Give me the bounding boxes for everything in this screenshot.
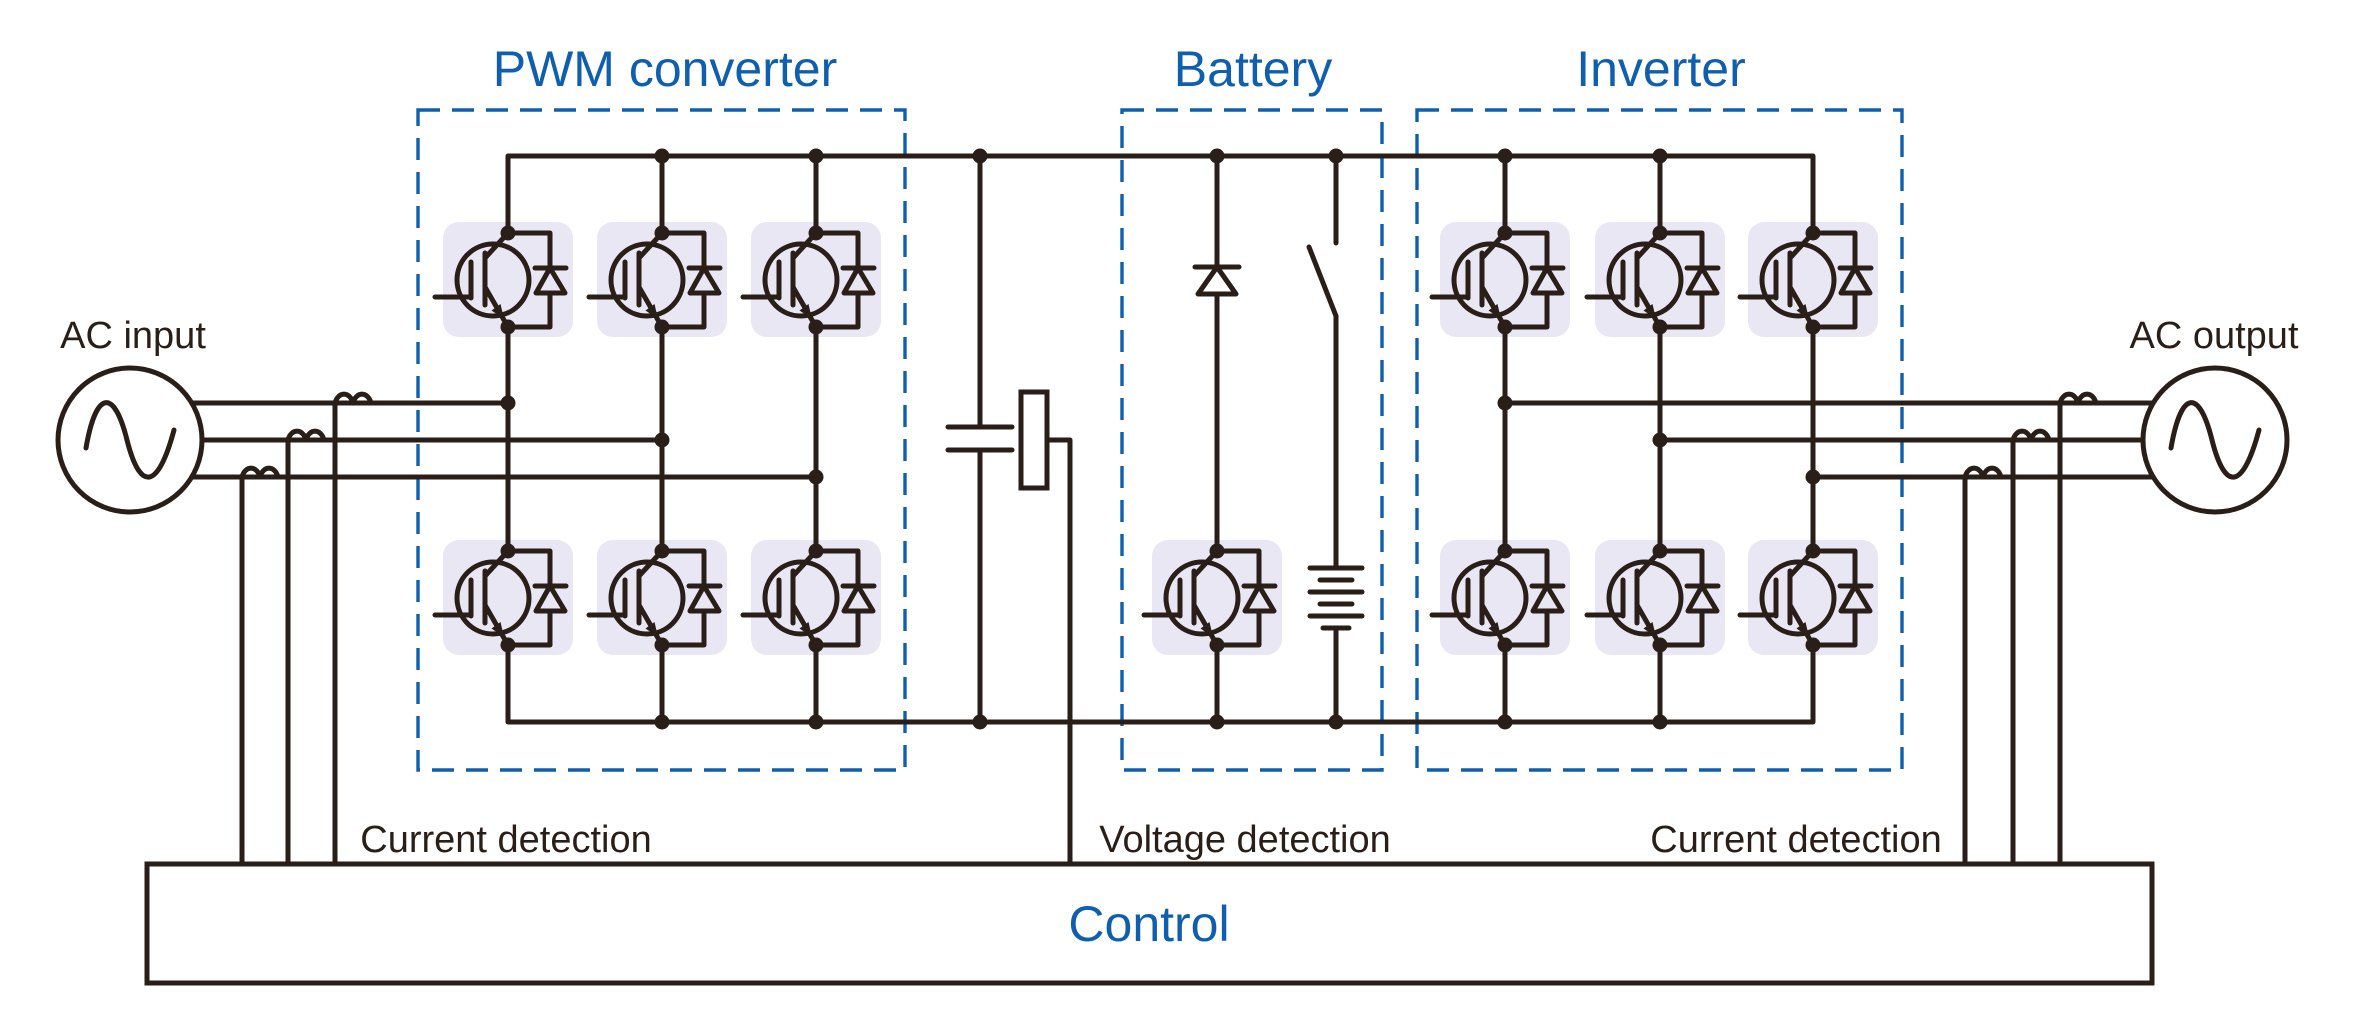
junction-dot	[1328, 148, 1344, 164]
inverter-title: Inverter	[1576, 41, 1746, 97]
current-detection-left-label: Current detection	[360, 819, 652, 861]
ac-input-source	[55, 365, 205, 515]
ac-output-phase-wires	[1502, 400, 2156, 480]
voltage-detection-wire	[1044, 437, 1073, 867]
open-switch-icon	[1306, 244, 1339, 319]
pwm-converter-box	[416, 108, 907, 772]
junction-dot	[654, 432, 670, 448]
inverter-box	[1415, 108, 1904, 772]
junction-dot	[1209, 148, 1225, 164]
output-current-detection-taps	[1962, 394, 2096, 867]
junction-dot	[1328, 714, 1344, 730]
junction-dot	[1497, 714, 1513, 730]
battery-box	[1120, 108, 1384, 772]
junction-dot	[808, 469, 824, 485]
junction-dots	[500, 148, 1821, 730]
battery-title: Battery	[1174, 41, 1332, 97]
phase-leg-wires	[505, 153, 1816, 725]
ac-input-label: AC input	[60, 315, 206, 357]
diode-icon	[1195, 264, 1239, 297]
battery-section-internals	[1192, 153, 1365, 725]
input-current-detection-taps	[239, 394, 371, 867]
control-label: Control	[1068, 896, 1229, 952]
junction-dot	[1805, 469, 1821, 485]
junction-dot	[1652, 714, 1668, 730]
control-box	[144, 861, 2155, 986]
junction-dot	[500, 395, 516, 411]
junction-dot	[654, 714, 670, 730]
junction-dot	[1209, 714, 1225, 730]
ac-output-source	[2140, 365, 2290, 515]
dc-link-capacitor	[945, 153, 1015, 725]
sine-wave-glyph	[83, 400, 177, 480]
ac-input-phase-wires	[189, 400, 819, 480]
current-detection-right-label: Current detection	[1650, 819, 1942, 861]
sine-wave-source-icon	[55, 365, 205, 515]
junction-dot	[972, 714, 988, 730]
dc-link-capacitor-icon	[945, 424, 1015, 453]
pwm-converter-title: PWM converter	[493, 41, 838, 97]
junction-dot	[808, 714, 824, 730]
junction-dot	[808, 148, 824, 164]
junction-dot	[1497, 395, 1513, 411]
sine-wave-glyph	[2168, 400, 2262, 480]
junction-dot	[654, 148, 670, 164]
sine-wave-source-icon	[2140, 365, 2290, 515]
voltage-detection-sensor	[1018, 389, 1073, 867]
junction-dot	[972, 148, 988, 164]
voltage-detection-label: Voltage detection	[1099, 819, 1391, 861]
junction-dot	[1497, 148, 1513, 164]
junction-dot	[1652, 148, 1668, 164]
battery-cells-icon	[1307, 565, 1365, 631]
voltage-sensor-icon	[1018, 389, 1050, 491]
junction-dot	[1652, 432, 1668, 448]
ac-output-label: AC output	[2130, 315, 2299, 357]
